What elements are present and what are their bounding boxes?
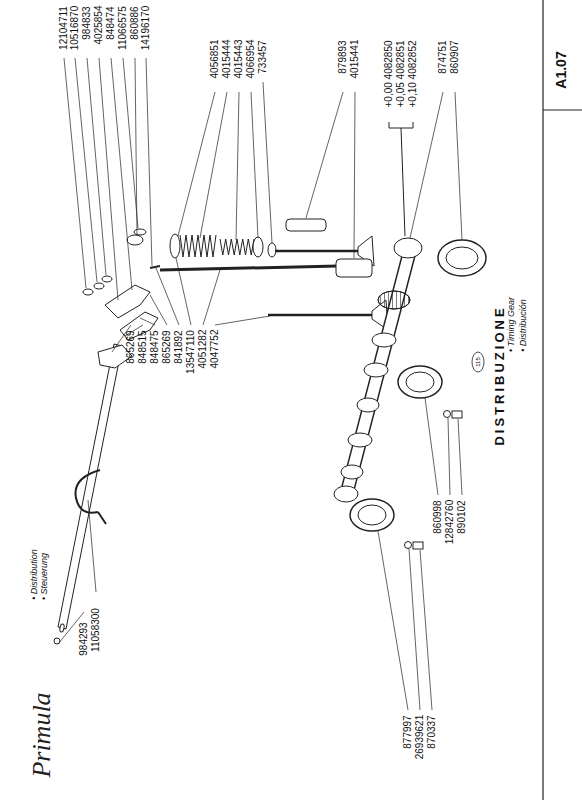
callout-number: 10516870	[70, 6, 80, 51]
callout-number: 879893	[338, 40, 348, 73]
callout-number: 12104711	[59, 6, 69, 50]
callout-number: 4015444	[222, 40, 232, 79]
sheet-title: DISTRIBUZIONE	[493, 306, 506, 446]
callout-number: 848475	[150, 330, 160, 363]
callout-number: 848515	[138, 330, 148, 363]
callout-number: 4015441	[350, 40, 360, 79]
subtitle: • Distribution	[29, 549, 38, 600]
callout-number: 984833	[82, 6, 92, 39]
subtitle: • Distribución	[518, 299, 527, 352]
callout-number: 11066575	[118, 6, 128, 50]
callout-number: 860907	[450, 40, 460, 73]
callout-number: 4047752	[210, 330, 220, 369]
callout-number: 860886	[130, 6, 140, 39]
callout-number: +0,00 4082850	[384, 40, 394, 107]
callout-number: 841892	[174, 330, 184, 363]
callout-number: 4025854	[94, 6, 104, 45]
callout-number: 877997	[403, 715, 413, 748]
subtitle: • Steuerung	[41, 553, 50, 600]
callout-number: 865269	[126, 330, 136, 363]
callout-number: 733457	[258, 40, 268, 73]
callout-number: 860998	[433, 500, 443, 533]
callout-number: 890102	[457, 500, 467, 533]
sheet-number: A1.07	[554, 51, 568, 88]
callout-number: 865269	[162, 330, 172, 363]
callout-number: 848474	[106, 6, 116, 39]
callout-number: 4015443	[234, 40, 244, 79]
brand-logo: Primula	[29, 692, 55, 777]
callout-number: 870337	[427, 715, 437, 748]
callout-number: +0,05 4082851	[396, 40, 406, 107]
callout-number: 26939621	[415, 715, 425, 760]
callout-number: 984293	[79, 623, 89, 656]
subtitle: • Timing Gear	[508, 297, 517, 352]
callout-number: 13547110	[186, 330, 196, 374]
callout-number: 874751	[438, 40, 448, 73]
callout-number: 4056851	[210, 40, 220, 79]
callout-number: 12842760	[445, 500, 455, 545]
callout-number: 14196170	[141, 6, 151, 51]
callout-number: +0,10 4082852	[408, 40, 418, 107]
callout-number: 4066954	[246, 40, 256, 79]
callout-number: 11058300	[91, 608, 101, 652]
callout-number: 4051282	[198, 330, 208, 369]
stamp: 115	[475, 357, 481, 367]
